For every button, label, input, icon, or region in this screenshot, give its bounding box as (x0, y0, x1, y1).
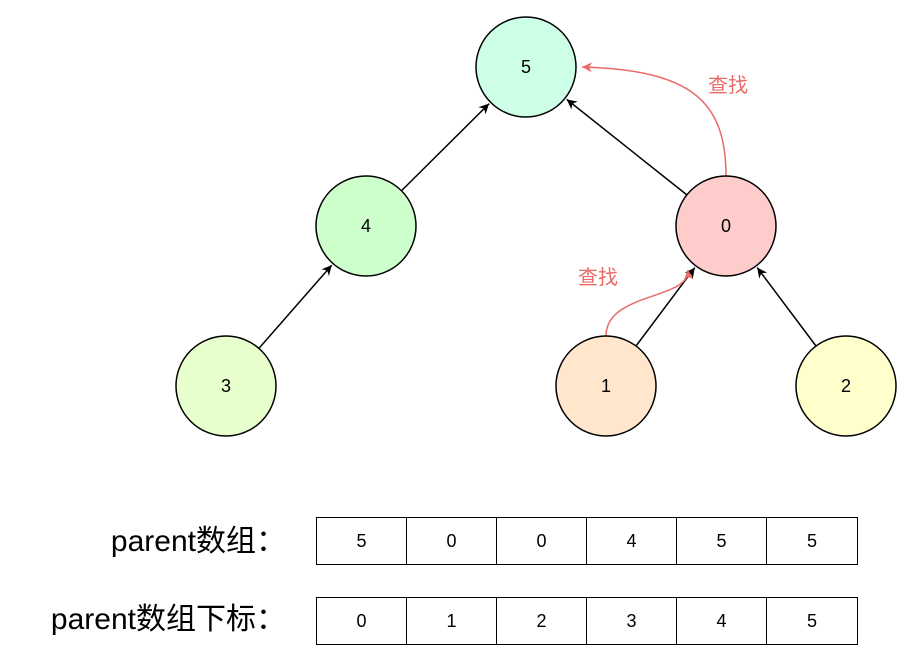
tree-nodes: 5 4 0 3 1 2 (175, 16, 897, 437)
edge-3-to-4 (258, 264, 333, 349)
index-cell: 1 (407, 598, 497, 644)
parent-array-label: parent数组： (110, 525, 286, 558)
parent-cell: 0 (497, 518, 587, 564)
find-arrow-1-to-0 (605, 269, 694, 337)
tree-node-4: 4 (315, 175, 417, 277)
node-circle (795, 335, 897, 437)
parent-index-label: parent数组下标： (50, 603, 286, 636)
node-circle (315, 175, 417, 277)
find-arrow-0-to-5 (581, 62, 727, 177)
tree-node-3: 3 (175, 335, 277, 437)
node-label: 5 (521, 57, 531, 77)
index-cell: 5 (806, 610, 817, 631)
tree-node-0: 0 (675, 175, 777, 277)
parent-index-array: 0 1 2 3 4 5 (316, 597, 858, 645)
tree-edges (258, 98, 817, 349)
find-label: 查找 (708, 74, 748, 97)
node-circle (675, 175, 777, 277)
find-label: 查找 (578, 266, 618, 289)
node-circle (175, 335, 277, 437)
node-label: 2 (841, 376, 851, 396)
edge-4-to-5 (400, 103, 490, 192)
edge-0-to-5 (566, 98, 688, 196)
parent-array: 5 0 0 4 5 5 (316, 517, 858, 565)
parent-cell: 5 (317, 518, 407, 564)
node-circle (555, 335, 657, 437)
parent-cell: 4 (587, 518, 677, 564)
node-label: 3 (221, 376, 231, 396)
index-cell: 0 (317, 598, 407, 644)
index-cell: 2 (497, 598, 587, 644)
parent-cell: 0 (407, 518, 497, 564)
parent-cell: 5 (677, 518, 767, 564)
parent-cell: 5 (806, 530, 817, 551)
node-label: 4 (361, 216, 371, 236)
index-cell: 3 (587, 598, 677, 644)
node-label: 0 (721, 216, 731, 236)
tree-node-2: 2 (795, 335, 897, 437)
node-label: 1 (601, 376, 611, 396)
edge-2-to-0 (756, 267, 817, 347)
node-circle (475, 16, 577, 118)
tree-node-5: 5 (475, 16, 577, 118)
tree-node-1: 1 (555, 335, 657, 437)
index-cell: 4 (677, 598, 767, 644)
